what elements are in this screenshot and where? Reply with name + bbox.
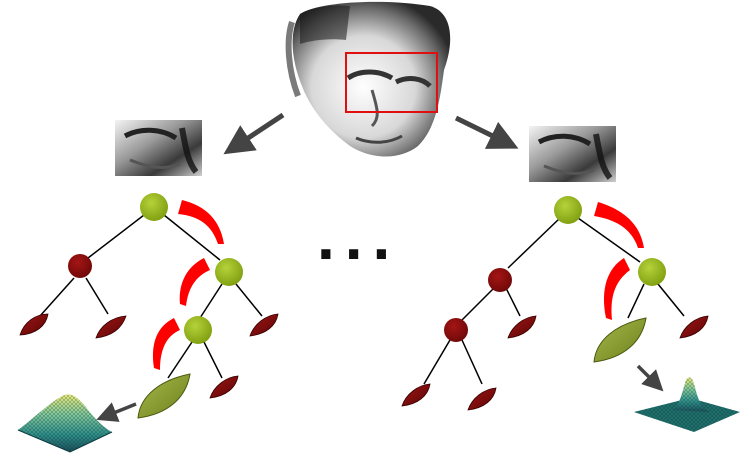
tree-edge — [461, 287, 495, 321]
tree-edge — [235, 283, 263, 317]
tree-edge — [85, 277, 109, 315]
leaf — [19, 313, 49, 336]
split-node — [638, 258, 666, 286]
traversal-arrow — [178, 200, 224, 244]
selected-leaf — [137, 373, 191, 419]
arrow-to-distribution — [636, 364, 664, 392]
inner-node — [68, 254, 92, 278]
leaf — [467, 387, 497, 411]
leaf — [209, 375, 239, 399]
tree-edge — [423, 339, 451, 385]
left-tree — [17, 193, 279, 453]
split-node — [184, 316, 212, 344]
tree-edge — [507, 217, 561, 269]
tree-edge — [657, 283, 685, 317]
tree-edge — [167, 341, 193, 379]
left-patch-image — [115, 120, 202, 176]
leaf — [507, 315, 537, 339]
tree-edge — [87, 214, 145, 259]
traversal-arrow — [604, 258, 630, 320]
crop-box — [345, 52, 438, 113]
inner-node — [444, 318, 468, 342]
leaf — [249, 313, 279, 337]
tree-edge — [627, 283, 645, 319]
tree-edge — [39, 277, 75, 317]
tree-edge — [505, 287, 521, 317]
face-image — [285, 1, 451, 157]
distribution-surface-peaked — [634, 377, 740, 432]
right-tree — [401, 196, 740, 432]
split-node — [140, 193, 168, 221]
arrow-to-right-patch — [454, 115, 519, 149]
tree-edge — [199, 283, 223, 319]
ellipsis-more-trees: ... — [316, 212, 400, 272]
distribution-surface-wide — [17, 394, 113, 453]
leaf — [401, 383, 431, 407]
arrow-to-distribution — [96, 402, 137, 422]
tree-edge — [461, 339, 483, 385]
right-patch-image — [529, 126, 616, 182]
split-node — [554, 196, 582, 224]
traversal-arrow — [179, 258, 210, 306]
arrow-to-left-patch — [223, 112, 285, 155]
tree-edge — [577, 217, 641, 263]
selected-leaf — [593, 317, 647, 363]
traversal-arrow — [594, 202, 644, 248]
tree-edge — [203, 341, 223, 379]
traversal-arrow — [152, 318, 180, 370]
tree-edge — [163, 214, 221, 261]
leaf — [95, 315, 127, 339]
leaf — [679, 315, 709, 339]
inner-node — [488, 268, 512, 292]
split-node — [215, 258, 243, 286]
